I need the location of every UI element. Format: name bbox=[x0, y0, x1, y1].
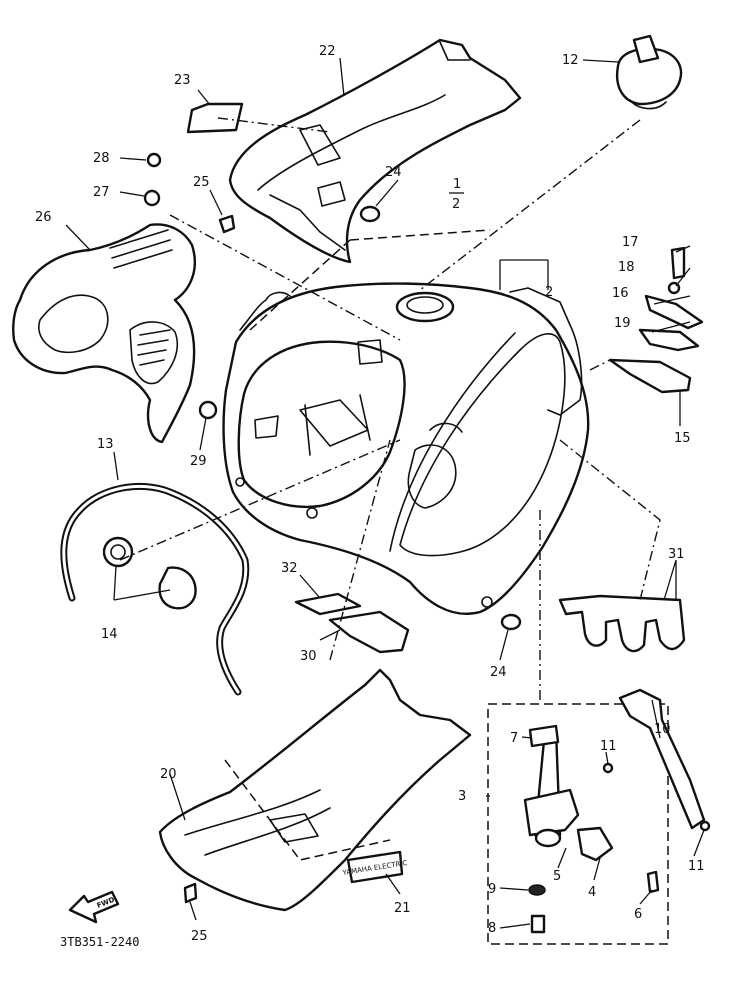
pad-23 bbox=[186, 102, 244, 134]
bracket-group bbox=[608, 246, 704, 394]
fuel-cock-assembly-3 bbox=[487, 688, 711, 945]
callout-leaders bbox=[65, 57, 705, 929]
callout-labels: 1 2 2 3 4 5 6 7 8 9 10 11 11 12 13 14 15… bbox=[35, 44, 705, 944]
fwd-arrow-icon: FWD bbox=[68, 890, 120, 924]
callout-13: 13 bbox=[97, 437, 114, 452]
callout-5: 5 bbox=[553, 869, 561, 884]
callout-16: 16 bbox=[612, 286, 629, 301]
callout-28: 28 bbox=[93, 151, 110, 166]
callout-6: 6 bbox=[634, 907, 642, 922]
callout-25-bottom: 25 bbox=[191, 929, 208, 944]
protector-31 bbox=[558, 594, 686, 653]
damper-14 bbox=[102, 536, 197, 610]
left-side-cover-26 bbox=[12, 223, 197, 444]
callout-14: 14 bbox=[101, 627, 118, 642]
lower-cover-20 bbox=[158, 668, 472, 912]
callout-11-bottom: 11 bbox=[688, 859, 705, 874]
callout-1: 1 bbox=[453, 177, 461, 192]
callout-24-bottom: 24 bbox=[490, 665, 507, 680]
reference-lines bbox=[119, 117, 661, 861]
callout-15: 15 bbox=[674, 431, 691, 446]
bracket-32 bbox=[294, 592, 362, 616]
callout-25-top: 25 bbox=[193, 175, 210, 190]
callout-11-top: 11 bbox=[600, 739, 617, 754]
callout-26: 26 bbox=[35, 210, 52, 225]
callout-2-fraction: 2 bbox=[452, 197, 460, 212]
callout-20: 20 bbox=[160, 767, 177, 782]
callout-8: 8 bbox=[488, 921, 496, 936]
callout-18: 18 bbox=[618, 260, 635, 275]
callout-27: 27 bbox=[93, 185, 110, 200]
callout-31: 31 bbox=[668, 547, 685, 562]
callout-12: 12 bbox=[562, 53, 579, 68]
callout-21: 21 bbox=[394, 901, 411, 916]
fuel-tank bbox=[222, 282, 590, 615]
fasteners bbox=[143, 152, 522, 904]
callout-24-top: 24 bbox=[385, 165, 402, 180]
callout-3: 3 bbox=[458, 789, 466, 804]
callout-9: 9 bbox=[488, 882, 496, 897]
callout-30: 30 bbox=[300, 649, 317, 664]
callout-7: 7 bbox=[510, 731, 518, 746]
callout-2: 2 bbox=[545, 285, 553, 300]
callout-22: 22 bbox=[319, 44, 336, 59]
top-cover-22 bbox=[228, 38, 522, 264]
callout-4: 4 bbox=[588, 885, 596, 900]
callout-17: 17 bbox=[622, 235, 639, 250]
diagram-code: 3TB351-2240 bbox=[60, 935, 139, 949]
callout-10: 10 bbox=[654, 722, 671, 737]
bracket-30 bbox=[328, 610, 410, 654]
callout-32: 32 bbox=[281, 561, 298, 576]
callout-23: 23 bbox=[174, 73, 191, 88]
fuel-cap-12 bbox=[615, 34, 683, 110]
callout-29: 29 bbox=[190, 454, 207, 469]
callout-19: 19 bbox=[614, 316, 631, 331]
decal-21: YAMAHA ELECTRIC bbox=[341, 850, 408, 884]
